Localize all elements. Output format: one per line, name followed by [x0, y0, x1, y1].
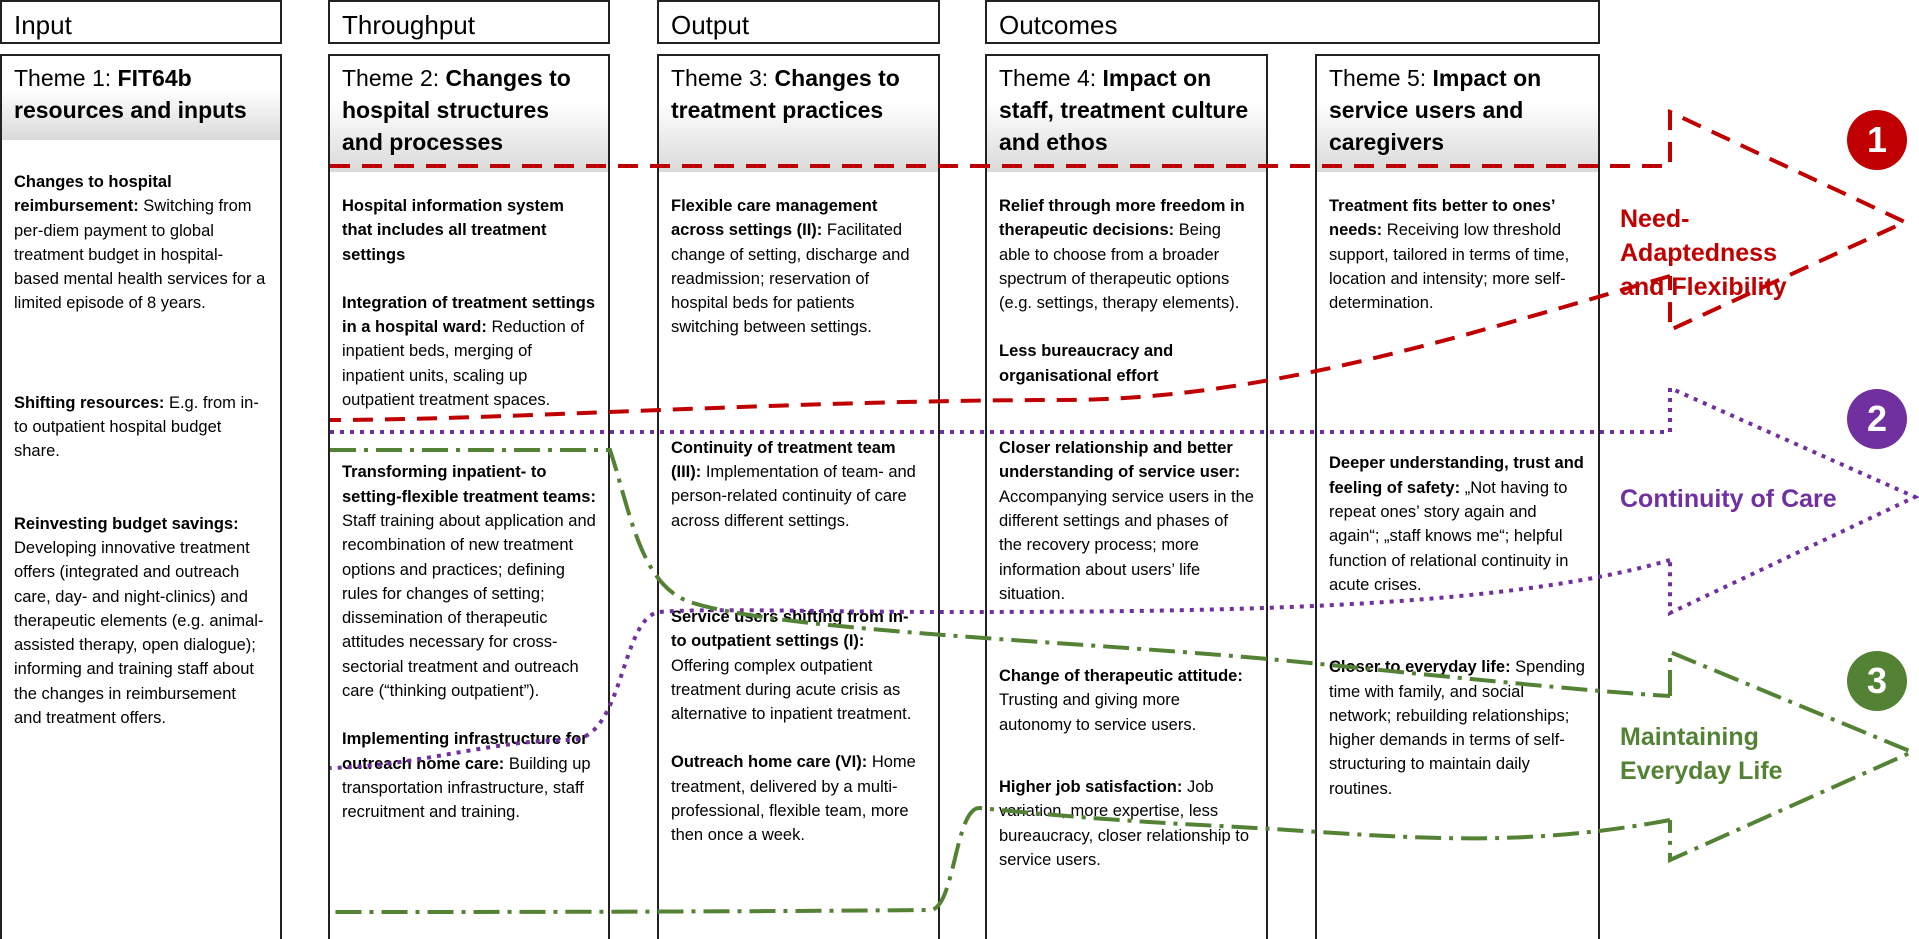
header-output: Output [657, 0, 940, 44]
header-outcomes: Outcomes [985, 0, 1600, 44]
theme-5-block-2: Deeper understanding, trust and feeling … [1329, 454, 1584, 594]
theme-4-block-4: Change of therapeutic attitude: Trusting… [999, 667, 1243, 734]
pathway-2-line [329, 384, 1919, 770]
theme-1-block-2: Shifting resources: E.g. from in- to out… [14, 393, 259, 461]
pathway-1-line [329, 108, 1910, 422]
theme-4-block-2: Less bureaucracy and organisational effo… [999, 342, 1174, 385]
theme-3-block-3: Service users shifting from in- to outpa… [671, 607, 912, 724]
theme-2-title: Theme 2: Changes to hospital structures … [330, 56, 608, 172]
header-input: Input [0, 0, 282, 44]
theme-2-column: Theme 2: Changes to hospital structures … [328, 54, 610, 939]
theme-4-column: Theme 4: Impact on staff, treatment cult… [985, 54, 1268, 939]
pathway-1-label: Need-Adaptedness and Flexibility [1620, 205, 1787, 301]
theme-4-block-1: Relief through more freedom in therapeut… [999, 197, 1245, 313]
theme-4-block-5: Higher job satisfaction: Job variation, … [999, 778, 1250, 869]
theme-2-block-2: Integration of treatment settings in a h… [342, 293, 596, 410]
theme-2-block-4: Implementing infrastructure for outreach… [342, 730, 591, 822]
pathway-3-label: Maintaining Everyday Life [1620, 723, 1783, 785]
pathway-2-label: Continuity of Care [1620, 485, 1837, 513]
theme-5-column: Theme 5: Impact on service users and car… [1315, 54, 1600, 939]
theme-5-block-1: Treatment fits better to ones’ needs: Re… [1329, 197, 1570, 313]
pathway-3-number: 3 [1847, 651, 1907, 711]
theme-5-block-3: Closer to everyday life: Spending time w… [1329, 658, 1585, 798]
theme-1-body: Changes to hospital reimbursement: Switc… [2, 140, 280, 730]
theme-2-body: Hospital information system that include… [330, 172, 608, 825]
theme-2-block-1: Hospital information system that include… [342, 197, 564, 264]
theme-1-column: Theme 1: FIT64b resources and inputs Cha… [0, 54, 282, 939]
theme-2-block-3: Transforming inpatient- to setting-flexi… [342, 463, 596, 701]
theme-3-block-4: Outreach home care (VI): Home treatment,… [671, 753, 916, 845]
theme-5-title: Theme 5: Impact on service users and car… [1317, 56, 1598, 172]
pathway-1-number: 1 [1847, 110, 1907, 170]
theme-1-block-1: Changes to hospital reimbursement: Switc… [14, 173, 266, 313]
theme-4-title: Theme 4: Impact on staff, treatment cult… [987, 56, 1266, 172]
theme-4-body: Relief through more freedom in therapeut… [987, 172, 1266, 872]
theme-5-body: Treatment fits better to ones’ needs: Re… [1317, 172, 1598, 801]
theme-1-block-3: Reinvesting budget savings: Developing i… [14, 514, 264, 728]
theme-1-title: Theme 1: FIT64b resources and inputs [2, 56, 280, 140]
theme-4-block-3: Closer relationship and better understan… [999, 439, 1254, 603]
theme-3-column: Theme 3: Changes to treatment practices … [657, 54, 940, 939]
theme-3-block-1: Flexible care management across settings… [671, 197, 910, 337]
pathway-2-number: 2 [1847, 389, 1907, 449]
header-throughput: Throughput [328, 0, 610, 44]
theme-3-block-2: Continuity of treatment team (III): Impl… [671, 438, 916, 530]
pathway-3-line [329, 448, 1918, 914]
theme-3-body: Flexible care management across settings… [659, 172, 938, 848]
theme-3-title: Theme 3: Changes to treatment practices [659, 56, 938, 172]
